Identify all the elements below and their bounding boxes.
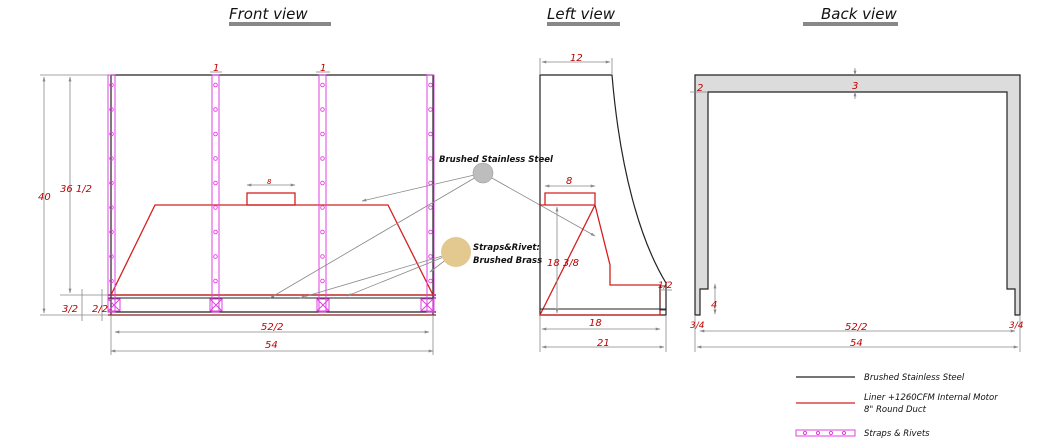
back-dim-inner-width: 52/2 (845, 322, 867, 333)
rivet-icon (320, 107, 325, 112)
front-dimensions (40, 71, 434, 355)
rivet-icon (320, 131, 325, 137)
strap-1 (107, 74, 116, 313)
left-dimensions (539, 58, 672, 352)
rivet-icon (428, 180, 433, 186)
rivet-icon (320, 278, 325, 284)
steel-swatch-icon (472, 162, 494, 184)
rivet-icon (428, 254, 433, 259)
callout-straps-line2: Brushed Brass (473, 256, 542, 266)
front-dim-total-width: 54 (265, 340, 278, 351)
front-dim-top-gap-2: 1 (320, 63, 326, 74)
legend: Brushed Stainless Steel Liner +1260CFM I… (795, 373, 998, 439)
strap-4 (426, 74, 435, 313)
rivet-icon (428, 107, 433, 112)
rivet-icon (109, 180, 114, 186)
rivet-icon (109, 229, 114, 235)
front-dim-bottom-band: 3/2 (62, 304, 78, 315)
rivet-icon (213, 82, 218, 88)
rivet-icon (428, 278, 433, 284)
left-view-title: Left view (547, 5, 616, 23)
legend-liner-line2: 8" Round Duct (864, 405, 927, 415)
left-liner-profile (538, 192, 661, 316)
rivet-icon (428, 205, 433, 210)
rivet-icon (213, 107, 218, 112)
back-dim-top: 3 (852, 81, 858, 92)
rivet-icon (109, 82, 114, 88)
left-dim-duct: 8 (566, 176, 572, 187)
rivet-icon (428, 82, 433, 88)
rivet-icon (320, 180, 325, 186)
left-dim-total: 21 (597, 338, 610, 349)
front-duct-collar (246, 192, 296, 206)
rivet-icon (320, 82, 325, 88)
legend-steel-label: Brushed Stainless Steel (864, 373, 965, 383)
left-dim-bottom: 18 (589, 318, 602, 329)
front-dim-inner-width: 52/2 (261, 322, 283, 333)
rivet-icon (213, 156, 218, 161)
front-dim-strap-band: 2/2 (92, 304, 108, 315)
left-side-profile (539, 74, 667, 316)
left-dim-top: 12 (570, 53, 583, 64)
rivet-icon (109, 205, 114, 210)
front-view: 40 36 1/2 3/2 2/2 1 1 8 52/2 54 Brushed … (38, 63, 596, 355)
rivet-icon (213, 180, 218, 186)
rivet-icon (109, 254, 114, 259)
rivet-icon (213, 254, 218, 259)
front-dim-duct: 8 (267, 178, 272, 186)
strap-3 (318, 74, 327, 313)
rivet-icon (428, 156, 433, 161)
rivet-icon (109, 107, 114, 112)
back-dim-total-width: 54 (850, 338, 863, 349)
rivet-icon (320, 229, 325, 235)
legend-liner-line1: Liner +1260CFM Internal Motor (864, 393, 998, 403)
rivet-icon (428, 229, 433, 235)
callout-steel-label: Brushed Stainless Steel (439, 155, 554, 165)
front-dim-top-gap-1: 1 (213, 63, 219, 74)
back-dimensions (690, 68, 1021, 352)
view-titles: Front view Left view Back view (229, 5, 898, 26)
rivet-icon (213, 278, 218, 284)
rivet-icon (213, 229, 218, 235)
rivet-icon (109, 278, 114, 284)
front-rivets (109, 82, 433, 284)
strap-2 (211, 74, 220, 313)
rivet-icon (213, 205, 218, 210)
back-view-title: Back view (821, 5, 897, 23)
rivet-icon (320, 205, 325, 210)
left-dim-height: 18 3/8 (547, 258, 579, 269)
back-dim-leg: 4 (711, 300, 717, 311)
back-frame (694, 74, 1021, 316)
back-view: 2 3 4 3/4 3/4 52/2 54 (690, 68, 1024, 352)
front-view-title: Front view (229, 5, 308, 23)
front-dim-body-height: 36 1/2 (60, 184, 92, 195)
front-liner-outline (109, 204, 435, 296)
rivet-icon (213, 131, 218, 137)
rivet-icon (320, 254, 325, 259)
rivet-icon (320, 156, 325, 161)
strap-bottom-boxes (107, 298, 434, 312)
front-straps (107, 74, 435, 313)
left-lip (659, 285, 667, 311)
rivet-icon (109, 156, 114, 161)
left-dim-lip: 1/2 (658, 281, 673, 291)
brass-swatch-icon (441, 237, 471, 267)
callout-straps-line1: Straps&Rivet: (473, 243, 540, 253)
rivet-icon (109, 131, 114, 137)
legend-straps-swatch (795, 429, 856, 437)
back-dim-left-foot: 3/4 (690, 321, 705, 331)
front-dim-total-height: 40 (38, 192, 51, 203)
callout-leaders (269, 172, 596, 299)
rivet-icon (428, 131, 433, 137)
back-dim-side: 2 (697, 83, 703, 94)
left-view: 12 8 18 3/8 1/2 18 21 (538, 53, 673, 352)
back-dim-right-foot: 3/4 (1009, 321, 1024, 331)
legend-straps-label: Straps & Rivets (864, 429, 930, 439)
